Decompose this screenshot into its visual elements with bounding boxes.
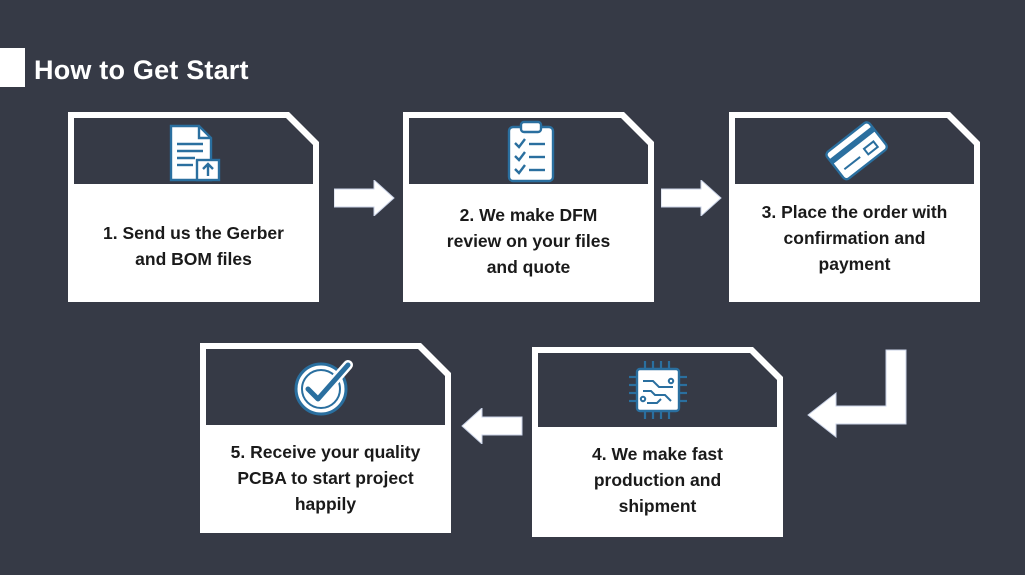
check-circle-icon: [288, 355, 358, 419]
card-frame: [729, 112, 980, 302]
step-label-2: 2. We make DFM review on your files and …: [446, 205, 611, 277]
microchip-icon: [625, 357, 691, 423]
arrow-right-icon: [661, 180, 722, 216]
document-upload-icon: [165, 122, 225, 184]
arrow-corner-left-icon: [807, 349, 907, 439]
step-label-3: 3. Place the order with confirmation and…: [761, 202, 948, 274]
step-card-5: 5. Receive your quality PCBA to start pr…: [200, 343, 451, 533]
step-card-4: 4. We make fast production and shipment: [532, 347, 783, 537]
step-label-4: 4. We make fast production and shipment: [592, 444, 723, 516]
step-card-3: 3. Place the order with confirmation and…: [729, 112, 980, 302]
card-frame: [200, 343, 451, 533]
clipboard-checklist-icon: [501, 119, 561, 185]
step-card-2: 2. We make DFM review on your files and …: [403, 112, 654, 302]
step-label-5: 5. Receive your quality PCBA to start pr…: [230, 442, 421, 514]
arrow-left-icon: [461, 408, 523, 444]
step-card-1: 1. Send us the Gerber and BOM files: [68, 112, 319, 302]
card-frame: [403, 112, 654, 302]
step-label-1: 1. Send us the Gerber and BOM files: [103, 223, 284, 269]
credit-card-icon: [821, 116, 891, 184]
arrow-right-icon: [334, 180, 395, 216]
page-title: How to Get Start: [34, 55, 249, 85]
title-accent-bar: [0, 48, 25, 87]
